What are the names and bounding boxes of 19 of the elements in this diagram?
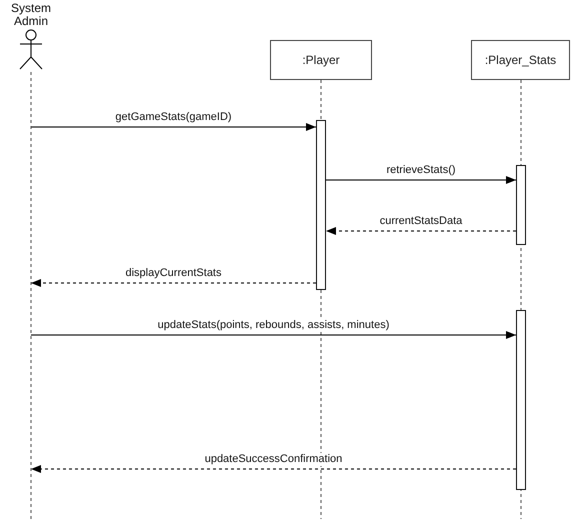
activation-bar [516, 165, 526, 245]
object-name: :Player [302, 54, 340, 66]
activation-bar [516, 310, 526, 490]
message-label: displayCurrentStats [124, 267, 222, 280]
message-label: updateStats(points, rebounds, assists, minutes) [156, 319, 390, 332]
return-message-arrow [30, 465, 516, 473]
actor-name: System Admin [10, 2, 52, 28]
activation-bar [316, 120, 326, 290]
message-arrow [30, 123, 316, 131]
message-label: getGameStats(gameID) [114, 111, 233, 124]
return-message-arrow [326, 227, 516, 235]
object-box [471, 40, 570, 80]
object-box [270, 40, 372, 80]
return-message-arrow [30, 279, 316, 287]
message-arrow [326, 176, 516, 184]
message-arrow [30, 331, 516, 339]
message-label: updateSuccessConfirmation [204, 453, 344, 466]
object-name: :Player_Stats [484, 54, 556, 66]
message-label: retrieveStats() [385, 164, 457, 177]
